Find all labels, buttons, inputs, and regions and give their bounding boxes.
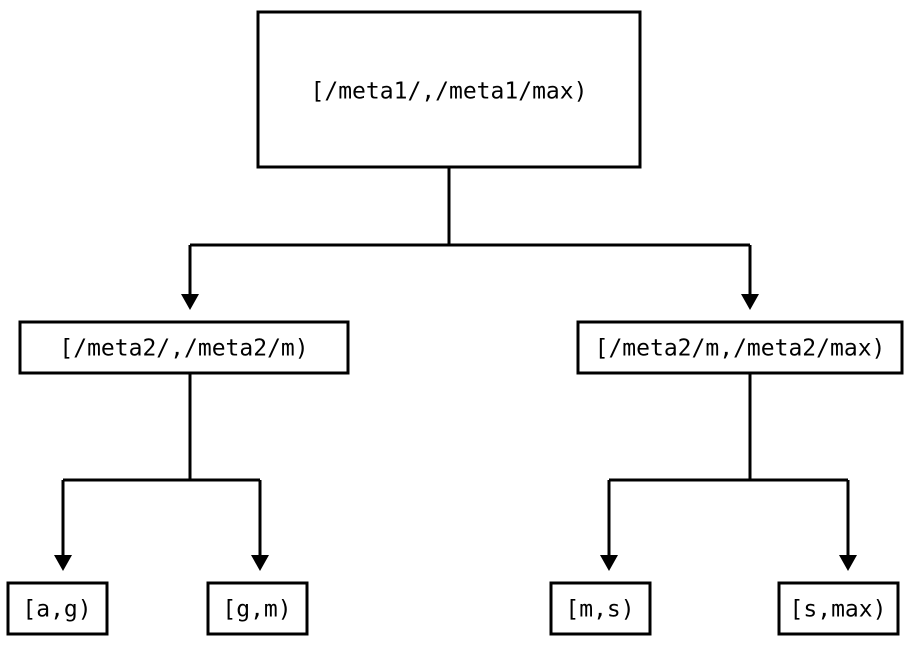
node-leaf-4-label: [s,max) [790, 597, 887, 623]
edge-group-midleft-to-leaves [54, 373, 269, 571]
node-mid-left-label: [/meta2/,/meta2/m) [59, 336, 308, 362]
arrowhead-mid-right-icon [741, 294, 759, 310]
node-mid-left-box[interactable] [18, 320, 350, 375]
node-leaf-1[interactable]: [a,g) [6, 581, 109, 636]
node-leaf-1-label: [a,g) [22, 597, 91, 623]
node-leaf-3[interactable]: [m,s) [549, 581, 652, 636]
node-root-box[interactable] [256, 10, 642, 169]
node-leaf-2-box[interactable] [206, 581, 309, 636]
node-leaf-1-box[interactable] [6, 581, 109, 636]
node-leaf-4-box[interactable] [777, 581, 900, 636]
arrowhead-mid-left-icon [181, 294, 199, 310]
node-leaf-3-label: [m,s) [565, 597, 634, 623]
node-mid-left[interactable]: [/meta2/,/meta2/m) [18, 320, 350, 375]
node-root-label: [/meta1/,/meta1/max) [311, 79, 588, 105]
node-leaf-2-label: [g,m) [222, 597, 291, 623]
arrowhead-leaf-1-icon [54, 555, 72, 571]
node-root[interactable]: [/meta1/,/meta1/max) [256, 10, 642, 169]
edge-group-midright-to-leaves [600, 373, 857, 571]
arrowhead-leaf-3-icon [600, 555, 618, 571]
node-leaf-2[interactable]: [g,m) [206, 581, 309, 636]
node-mid-right-box[interactable] [576, 320, 904, 375]
arrowhead-leaf-2-icon [251, 555, 269, 571]
arrowhead-leaf-4-icon [839, 555, 857, 571]
node-leaf-3-box[interactable] [549, 581, 652, 636]
edge-group-root-to-mid [181, 167, 759, 310]
node-mid-right-label: [/meta2/m,/meta2/max) [595, 336, 886, 362]
node-mid-right[interactable]: [/meta2/m,/meta2/max) [576, 320, 904, 375]
node-leaf-4[interactable]: [s,max) [777, 581, 900, 636]
